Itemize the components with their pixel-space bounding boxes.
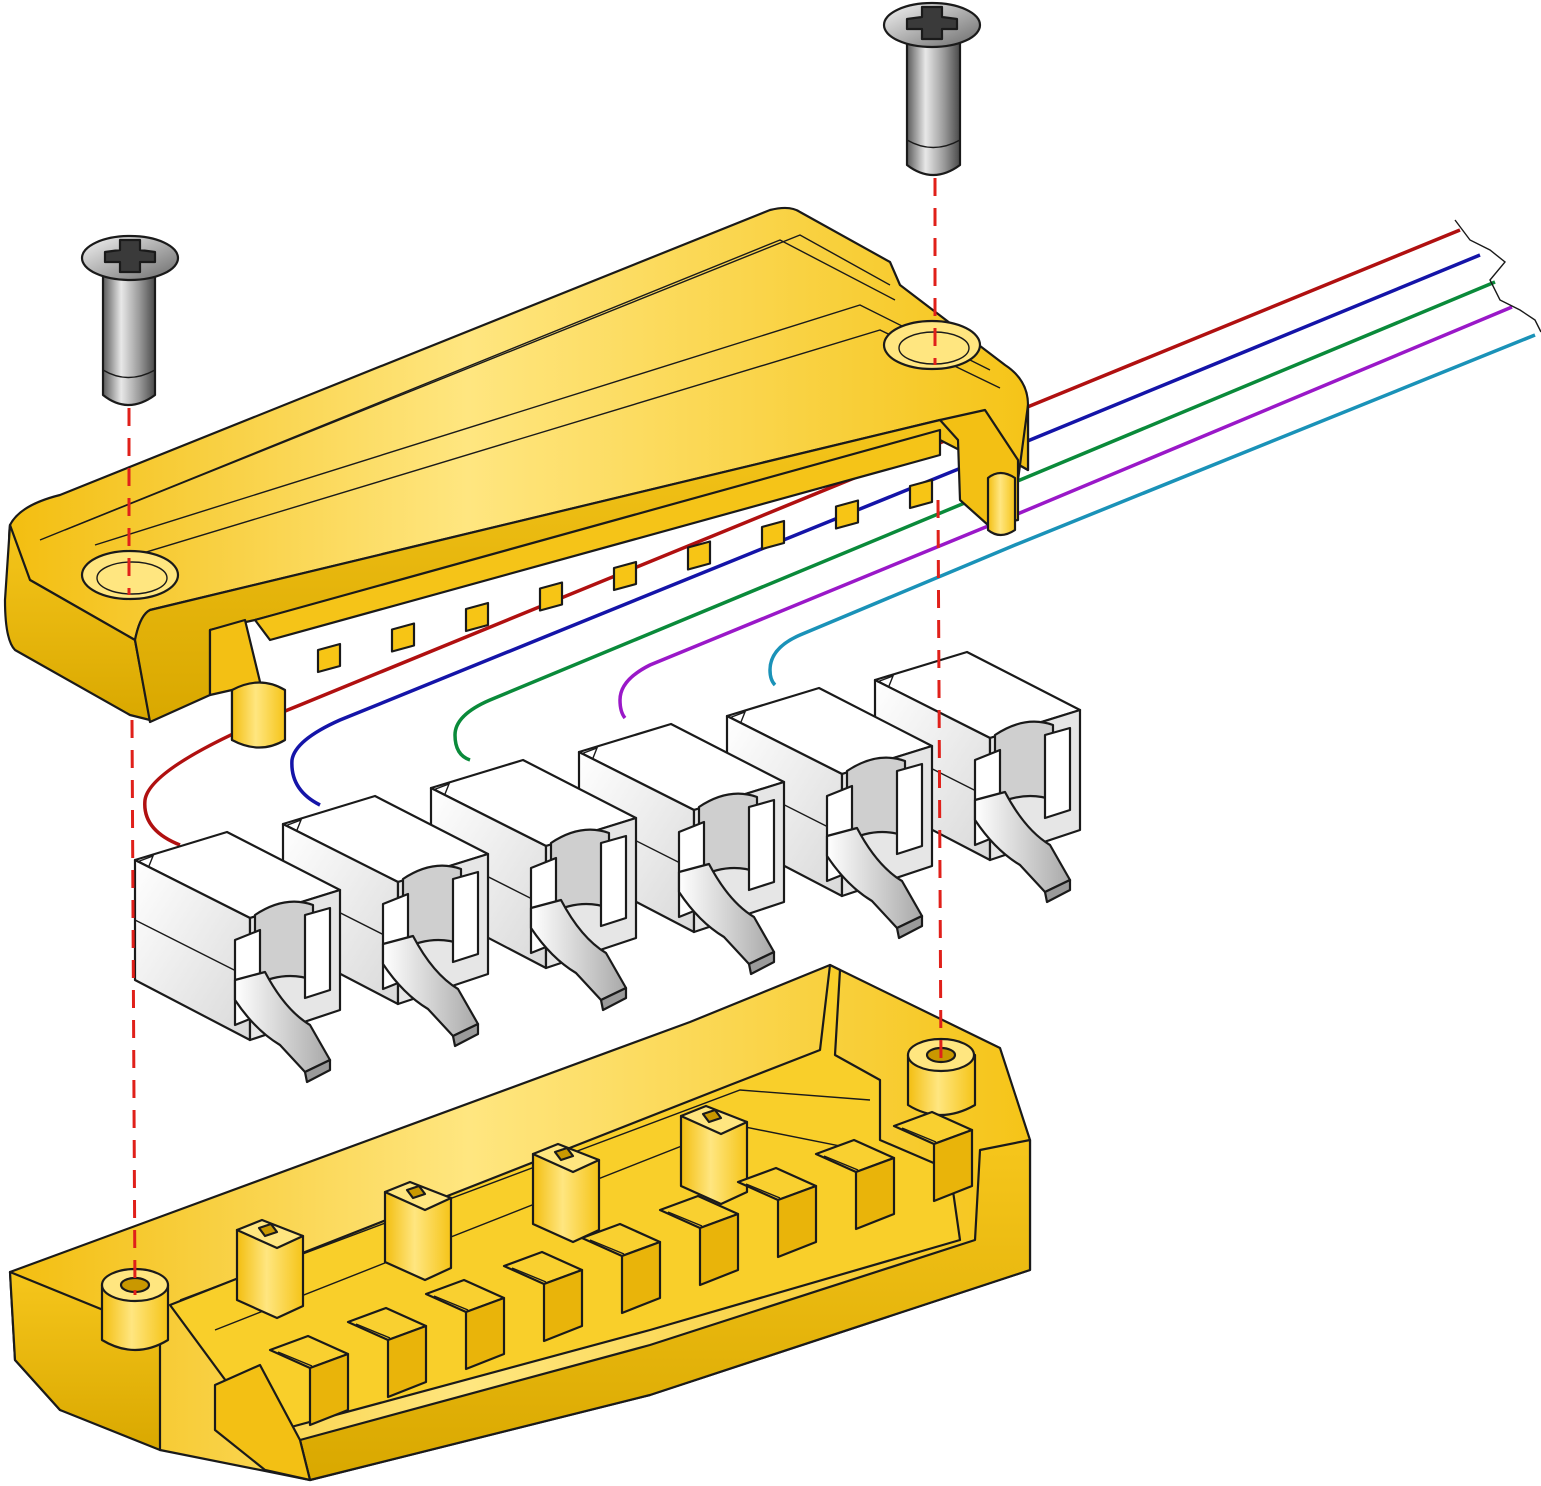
comb-tooth-8	[834, 499, 860, 530]
contact-slot-4	[502, 1250, 584, 1343]
upper-housing-comb	[316, 478, 934, 674]
screw-right	[882, 1, 982, 177]
contact-row	[133, 650, 1082, 1084]
upper-housing-ridge-2	[64, 234, 891, 531]
phillips-head-icon	[905, 5, 959, 41]
upper-housing-ridge-1	[39, 239, 896, 541]
upper-counterbore-right	[882, 319, 982, 371]
retention-post-1	[235, 1218, 305, 1320]
alignment-axis-left-lower	[130, 719, 137, 1296]
comb-tooth-9	[908, 478, 934, 510]
lower-housing-slots	[268, 1110, 974, 1427]
contact-3	[429, 758, 638, 1012]
comb-tooth-4	[538, 581, 564, 612]
comb-tooth-1	[316, 642, 342, 674]
contact-5	[725, 686, 934, 940]
comb-tooth-5	[612, 560, 638, 592]
comb-tooth-3	[464, 601, 490, 633]
phillips-head-icon	[103, 238, 157, 274]
contact-slot-8	[814, 1138, 896, 1231]
upper-latch-left	[208, 618, 287, 749]
wire-sheath-cut-end	[1454, 219, 1541, 333]
contact-slot-6	[658, 1194, 740, 1287]
retention-post-4	[679, 1104, 749, 1206]
retention-post-3	[531, 1142, 601, 1244]
contact-slot-9	[892, 1110, 974, 1203]
contact-slot-1	[268, 1334, 350, 1427]
wire-blue	[290, 253, 1481, 807]
lower-housing-posts	[235, 1104, 749, 1320]
contact-1	[133, 830, 342, 1084]
lower-housing-inner-rail	[179, 1089, 871, 1301]
lower-screw-boss-left	[100, 1267, 170, 1351]
upper-housing	[3, 206, 1030, 749]
contact-slot-7	[736, 1166, 818, 1259]
lower-housing-front-lip	[213, 1363, 312, 1482]
upper-latch-right	[938, 408, 1020, 537]
comb-tooth-7	[760, 519, 786, 551]
comb-tooth-2	[390, 622, 416, 653]
contact-slot-2	[346, 1306, 428, 1399]
comb-tooth-6	[686, 540, 712, 571]
contact-slot-3	[424, 1278, 506, 1371]
wire-green	[453, 280, 1496, 762]
contact-slot-5	[580, 1222, 662, 1315]
alignment-axes	[127, 178, 943, 1296]
wire-bundle	[143, 219, 1541, 847]
upper-housing-comb-rail	[253, 428, 942, 642]
alignment-axis-right-lower	[936, 499, 943, 1066]
wire-purple	[618, 305, 1513, 720]
upper-housing-ridge-4	[119, 329, 1001, 561]
lower-housing	[8, 963, 1032, 1482]
retention-post-2	[383, 1180, 453, 1282]
wire-cyan	[768, 333, 1536, 687]
screw-left	[80, 234, 180, 407]
